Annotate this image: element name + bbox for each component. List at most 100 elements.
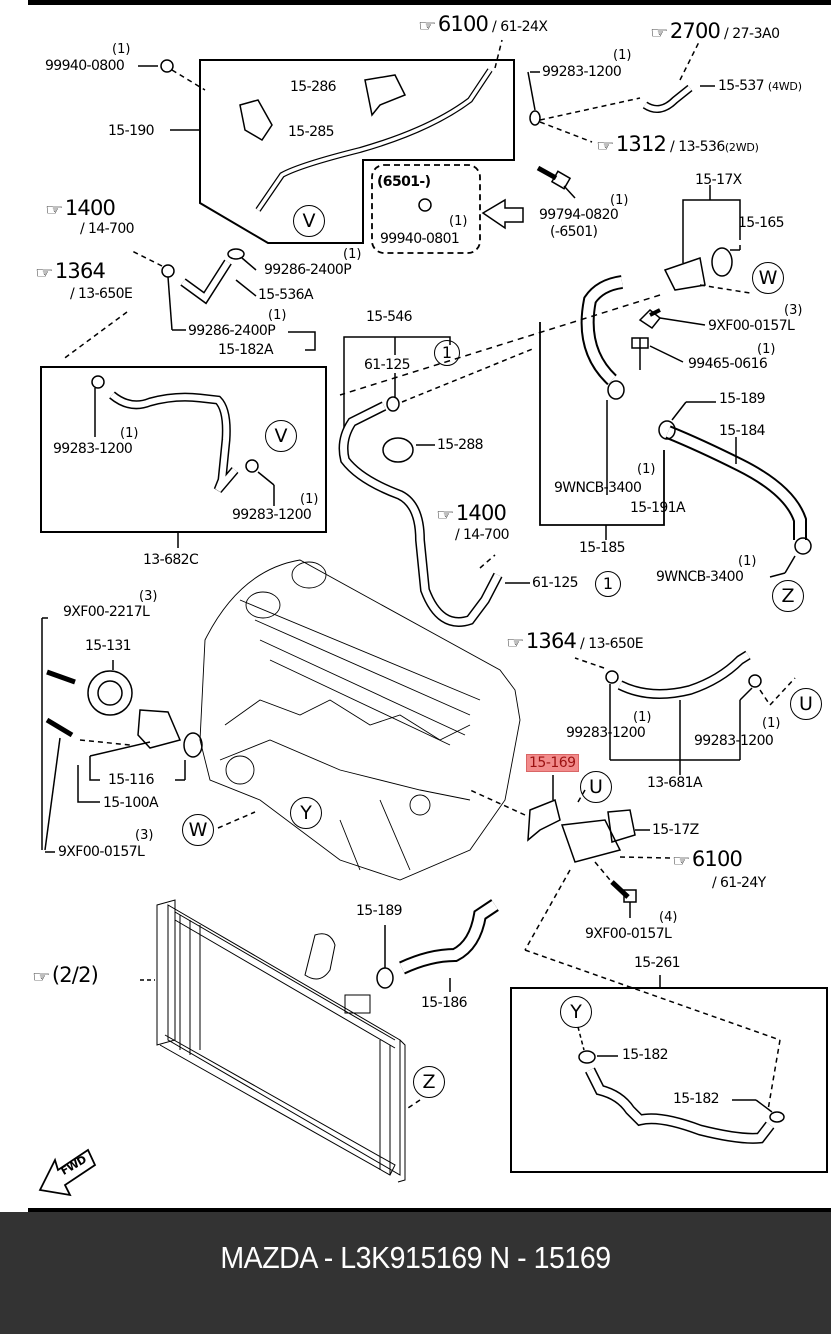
- part-15-189-b[interactable]: 15-189: [356, 903, 403, 919]
- ref-1312[interactable]: ☞1312 / 13-536(2WD): [595, 132, 759, 156]
- part-15-261[interactable]: 15-261: [634, 955, 681, 971]
- part-13-682c[interactable]: 13-682C: [143, 552, 199, 568]
- radiator-drawing: [156, 899, 406, 1183]
- pointing-hand-icon: ☞: [417, 16, 437, 35]
- pointing-hand-icon: ☞: [34, 263, 54, 282]
- ref-1400-mid[interactable]: ☞1400: [435, 501, 507, 525]
- qty-99286-2400p-b: (1): [268, 308, 287, 323]
- pointing-hand-icon: ☞: [31, 967, 51, 986]
- part-15-100a[interactable]: 15-100A: [103, 795, 159, 811]
- callout-u-mid[interactable]: U: [580, 771, 612, 803]
- part-9xf00-2217l[interactable]: 9XF00-2217L: [63, 604, 150, 620]
- part-99286-2400p-a[interactable]: 99286-2400P: [264, 262, 352, 278]
- part-99465-0616[interactable]: 99465-0616: [688, 356, 768, 372]
- callout-u-right[interactable]: U: [790, 688, 822, 720]
- callout-1-bottom[interactable]: 1: [595, 571, 621, 597]
- qty-9xf00-0157l-a: (3): [784, 303, 803, 318]
- qty-99283-1200-r2: (1): [762, 716, 781, 731]
- part-15-537[interactable]: 15-537 (4WD): [718, 78, 802, 94]
- part-15-288[interactable]: 15-288: [437, 437, 484, 453]
- part-99794-0820[interactable]: 99794-0820: [539, 207, 619, 223]
- bottom-border: [28, 1208, 831, 1212]
- callout-v-top[interactable]: V: [293, 205, 325, 237]
- part-15-186[interactable]: 15-186: [421, 995, 468, 1011]
- top-border: [28, 0, 831, 5]
- group-box-15-190: [199, 59, 515, 244]
- fwd-arrow: [38, 1148, 97, 1197]
- part-15-182-a[interactable]: 15-182: [622, 1047, 669, 1063]
- part-15-182a[interactable]: 15-182A: [218, 342, 274, 358]
- part-15-190[interactable]: 15-190: [108, 123, 155, 139]
- callout-w-right[interactable]: W: [752, 262, 784, 294]
- pointing-hand-icon: ☞: [649, 23, 669, 42]
- part-9xf00-0157l-b[interactable]: 9XF00-0157L: [58, 844, 145, 860]
- part-9xf00-0157l-a[interactable]: 9XF00-0157L: [708, 318, 795, 334]
- qty-99283-1200-l1: (1): [120, 426, 139, 441]
- part-15-189-a[interactable]: 15-189: [719, 391, 766, 407]
- part-99283-1200-l2[interactable]: 99283-1200: [232, 507, 312, 523]
- ref-6100-right[interactable]: ☞6100: [671, 847, 743, 871]
- ref-1400-left[interactable]: ☞1400: [44, 196, 116, 220]
- part-99283-1200-r1[interactable]: 99283-1200: [566, 725, 646, 741]
- part-15-185[interactable]: 15-185: [579, 540, 626, 556]
- callout-y-box[interactable]: Y: [560, 996, 592, 1028]
- ref-2-2[interactable]: ☞(2/2): [31, 963, 99, 987]
- part-61-125-a[interactable]: 61-125: [364, 357, 411, 373]
- qty-9xf00-0157l-b: (3): [135, 828, 154, 843]
- diagram-line-art: [38, 39, 828, 1197]
- qty-99940-0801: (1): [449, 214, 468, 229]
- part-13-681a[interactable]: 13-681A: [647, 775, 703, 791]
- part-15-165[interactable]: 15-165: [738, 215, 785, 231]
- pointing-hand-icon: ☞: [671, 851, 691, 870]
- qty-9wncb-3400-b: (1): [738, 554, 757, 569]
- ref-1364-right[interactable]: ☞1364 / 13-650E: [505, 629, 644, 653]
- ref-2700[interactable]: ☞2700 / 27-3A0: [649, 19, 780, 43]
- qty-9xf00-0157l-c: (4): [659, 910, 678, 925]
- part-99286-2400p-b[interactable]: 99286-2400P: [188, 323, 276, 339]
- part-15-169-highlighted[interactable]: 15-169: [526, 754, 579, 772]
- callout-v-left[interactable]: V: [265, 420, 297, 452]
- pointing-hand-icon: ☞: [505, 633, 525, 652]
- part-15-182-b[interactable]: 15-182: [673, 1091, 720, 1107]
- ref-1364-left-sub: / 13-650E: [70, 286, 133, 302]
- group-box-15-261: [510, 987, 828, 1173]
- part-15-116[interactable]: 15-116: [108, 772, 155, 788]
- ref-1400-left-sub: / 14-700: [80, 221, 135, 237]
- part-99940-0801[interactable]: 99940-0801: [380, 231, 460, 247]
- part-9xf00-0157l-c[interactable]: 9XF00-0157L: [585, 926, 672, 942]
- pointing-hand-icon: ☞: [435, 505, 455, 524]
- callout-y-engine[interactable]: Y: [290, 797, 322, 829]
- part-15-17x[interactable]: 15-17X: [695, 172, 742, 188]
- qty-99283-1200-r1: (1): [633, 710, 652, 725]
- callout-1-top[interactable]: 1: [434, 340, 460, 366]
- part-15-184[interactable]: 15-184: [719, 423, 766, 439]
- arrow-indicator: [481, 198, 524, 230]
- part-15-536a[interactable]: 15-536A: [258, 287, 314, 303]
- part-15-17z[interactable]: 15-17Z: [652, 822, 699, 838]
- part-15-286[interactable]: 15-286: [290, 79, 337, 95]
- pointing-hand-icon: ☞: [595, 136, 615, 155]
- part-99283-1200-l1[interactable]: 99283-1200: [53, 441, 133, 457]
- pointing-hand-icon: ☞: [44, 200, 64, 219]
- part-15-546[interactable]: 15-546: [366, 309, 413, 325]
- part-9wncb-3400-b[interactable]: 9WNCB-3400: [656, 569, 744, 585]
- ref-6100-top[interactable]: ☞6100 / 61-24X: [417, 12, 548, 36]
- group-box-13-682c: [40, 366, 327, 533]
- qty-99286-2400p-a: (1): [343, 247, 362, 262]
- qty-99794-0820: (1): [610, 193, 629, 208]
- part-15-131[interactable]: 15-131: [85, 638, 132, 654]
- qty-99283-1200-l2: (1): [300, 492, 319, 507]
- qty-9xf00-2217l: (3): [139, 589, 158, 604]
- part-9wncb-3400-a[interactable]: 9WNCB-3400: [554, 480, 642, 496]
- callout-w-left[interactable]: W: [182, 814, 214, 846]
- callout-z-right[interactable]: Z: [772, 580, 804, 612]
- part-15-285[interactable]: 15-285: [288, 124, 335, 140]
- part-99940-0800[interactable]: 99940-0800: [45, 58, 125, 74]
- ref-1364-left[interactable]: ☞1364: [34, 259, 106, 283]
- callout-z-radiator[interactable]: Z: [413, 1066, 445, 1098]
- part-99283-1200-r2[interactable]: 99283-1200: [694, 733, 774, 749]
- engine-block-drawing: [199, 559, 521, 881]
- part-99283-1200-top[interactable]: 99283-1200: [542, 64, 622, 80]
- part-15-191a[interactable]: 15-191A: [630, 500, 686, 516]
- part-61-125-b[interactable]: 61-125: [532, 575, 579, 591]
